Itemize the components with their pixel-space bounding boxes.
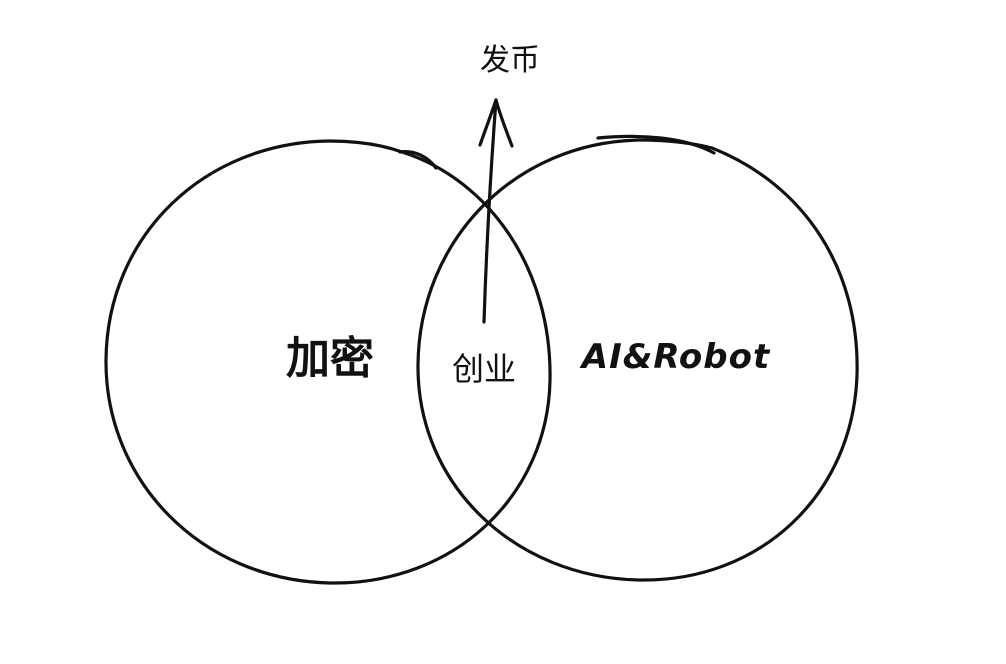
intersection-label: 创业 (452, 350, 516, 388)
right-circle-sketch-mark (596, 134, 716, 155)
left-set-label: 加密 (286, 333, 374, 384)
arrow-head-icon (478, 98, 514, 148)
right-set-label: AI&Robot (579, 337, 771, 377)
left-set-circle (104, 139, 552, 585)
arrow-shaft (482, 98, 498, 324)
left-circle-sketch-mark (398, 150, 438, 170)
arrow-label: 发币 (480, 43, 540, 78)
right-set-circle (416, 138, 859, 582)
